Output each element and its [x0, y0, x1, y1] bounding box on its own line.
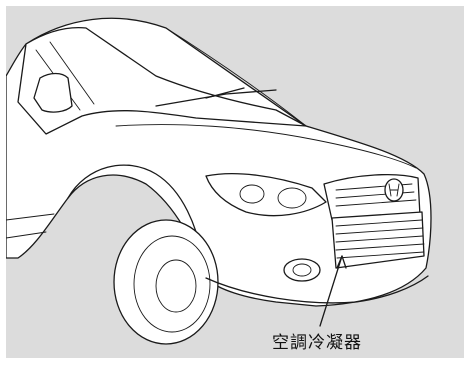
condenser-fins [335, 219, 425, 259]
side-mirror [33, 72, 73, 113]
diagram-frame: 空調冷凝器 [6, 6, 464, 358]
hood-line [115, 124, 417, 169]
headlight [205, 172, 327, 217]
windshield [17, 26, 307, 135]
front-bumper [205, 275, 429, 304]
front-tire [113, 219, 219, 345]
fog-light [283, 258, 321, 282]
wiper [155, 89, 277, 107]
car-front-illustration [6, 17, 432, 345]
callout-leader-line [319, 255, 343, 327]
condenser-label: 空調冷凝器 [272, 333, 362, 353]
